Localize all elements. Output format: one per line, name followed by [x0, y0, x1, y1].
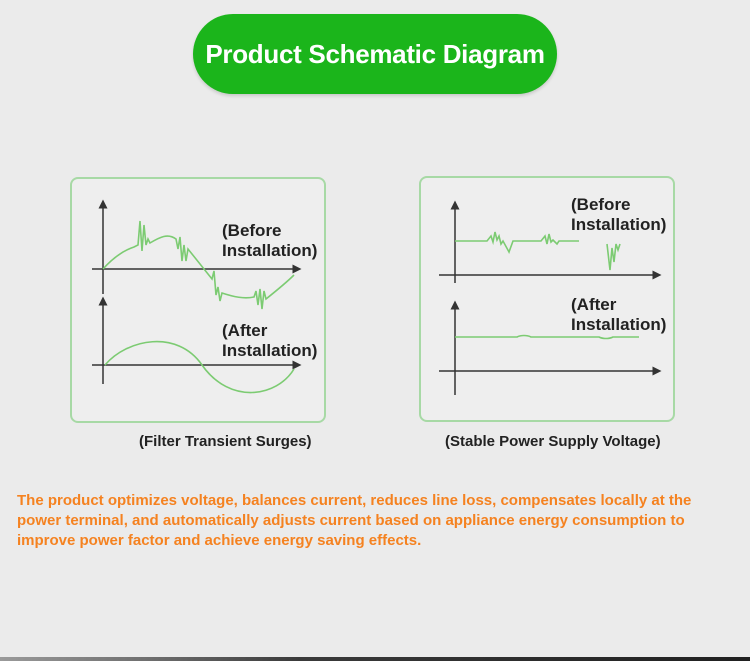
before-installation-label: (Before Installation) [222, 221, 317, 261]
product-description: The product optimizes voltage, balances … [17, 492, 692, 549]
stable-voltage-diagram [439, 200, 662, 395]
panel-stable-power-supply: (Before Installation) (After Installatio… [419, 176, 675, 422]
before-label-line2: Installation) [571, 215, 667, 234]
bottom-strip [0, 657, 750, 661]
title-banner: Product Schematic Diagram [193, 14, 557, 94]
after-waveform [455, 334, 639, 340]
after-label-line1: (After [571, 295, 617, 314]
caption-stable-power-supply: (Stable Power Supply Voltage) [445, 433, 661, 450]
after-label-line2: Installation) [571, 315, 667, 334]
before-waveform [102, 220, 295, 310]
caption-filter-transient-surges: (Filter Transient Surges) [139, 433, 312, 450]
before-waveform [455, 231, 579, 254]
before-label-line1: (Before [222, 221, 282, 240]
panel-filter-transient-surges: (Before Installation) (After Installatio… [70, 177, 326, 423]
before-label-line1: (Before [571, 195, 631, 214]
page-title: Product Schematic Diagram [205, 38, 545, 69]
before-waveform-spike [606, 243, 621, 271]
after-label-line1: (After [222, 321, 268, 340]
transient-surges-diagram [92, 199, 302, 394]
before-label-line2: Installation) [222, 241, 318, 260]
after-installation-label: (After Installation) [571, 295, 666, 335]
after-label-line2: Installation) [222, 341, 318, 360]
after-installation-label: (After Installation) [222, 321, 317, 361]
before-installation-label: (Before Installation) [571, 195, 666, 235]
after-waveform [104, 340, 295, 394]
